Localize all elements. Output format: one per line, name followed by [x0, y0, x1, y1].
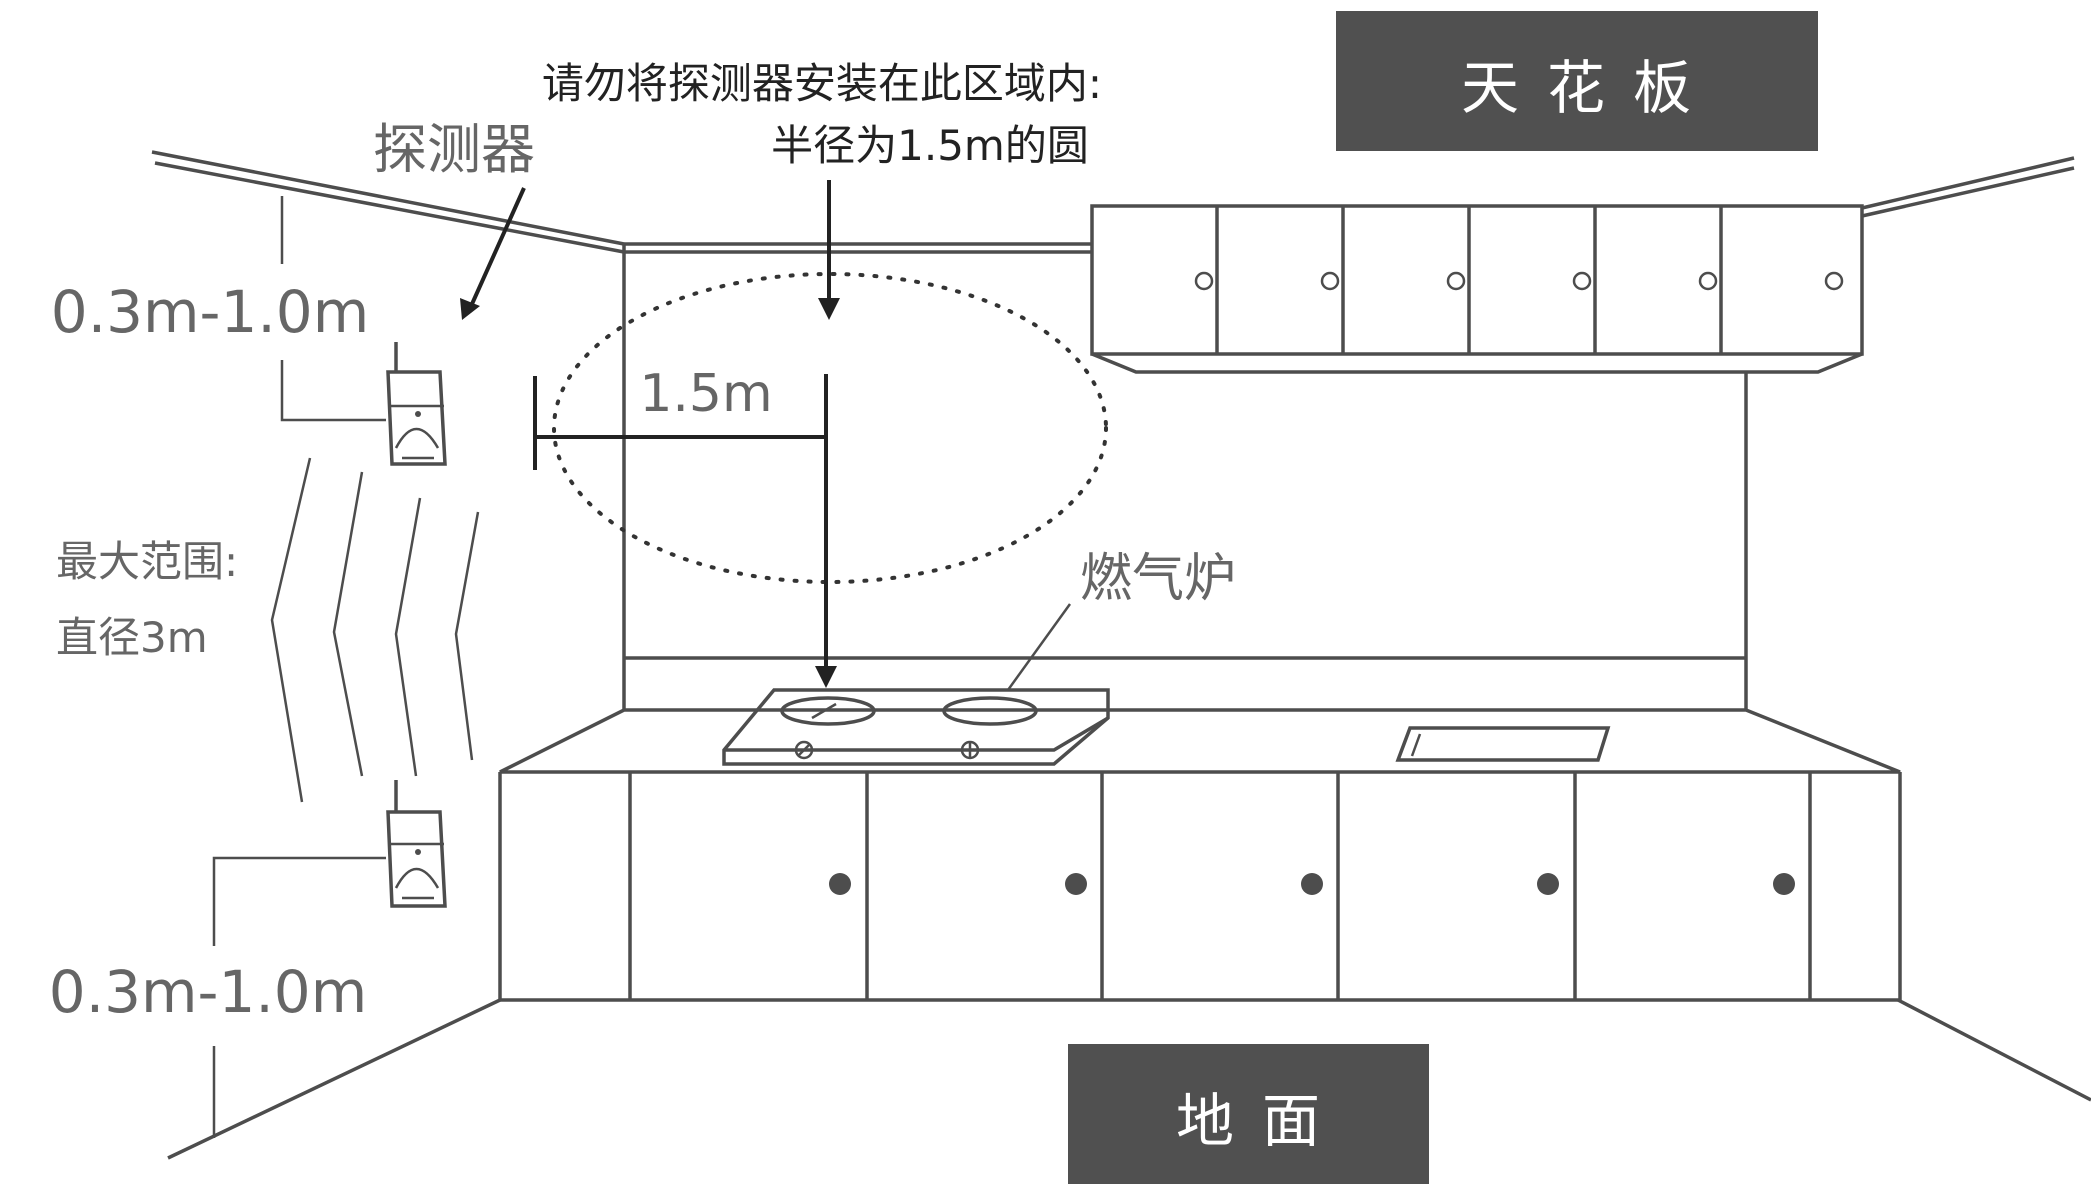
detector-arrow-line: [470, 187, 526, 305]
detector-led-icon: [415, 849, 421, 855]
sink-outer: [1395, 726, 1611, 762]
detector-label: 探测器: [373, 118, 535, 181]
floor-label-text: 地面: [1176, 1087, 1348, 1155]
upper-cabinets: [1090, 204, 1864, 374]
cabinet-knob-icon: [1824, 271, 1844, 291]
right-ceiling-edge-inner: [1861, 166, 2075, 218]
arrow-down-icon: [460, 298, 480, 320]
stove-leader-line: [1006, 603, 1072, 691]
stove-body: [722, 688, 1110, 766]
detector-led-icon: [415, 411, 421, 417]
burner-icon: [780, 696, 876, 726]
range-line: [270, 457, 312, 803]
warning-line-1: 请勿将探测器安装在此区域内:: [542, 59, 1102, 108]
right-ceiling-edge: [1861, 156, 2075, 210]
floor-label: 地面: [1068, 1044, 1429, 1184]
floor-right-edge: [1897, 998, 2091, 1102]
detector-sensor-icon: [394, 427, 440, 449]
stove-annotation: 燃气炉: [1006, 549, 1236, 691]
room-outline: [151, 150, 2091, 1160]
cabinet-knob-icon: [1446, 271, 1466, 291]
left-ceiling-edge: [151, 150, 625, 246]
lower-detector: [386, 780, 447, 908]
upper-cabinet-bottom: [1091, 352, 1863, 374]
stove-label: 燃气炉: [1080, 549, 1236, 609]
upper-distance: 0.3m-1.0m: [51, 196, 386, 422]
upper-distance-label: 0.3m-1.0m: [51, 278, 369, 346]
lower-distance-label: 0.3m-1.0m: [49, 958, 367, 1026]
stove-front-edge: [724, 716, 1109, 752]
radius-marker: 1.5m: [533, 364, 837, 688]
detector-sensor-icon: [394, 867, 440, 889]
detector-annotation: 探测器: [373, 118, 535, 320]
warning-line-2: 半径为1.5m的圆: [771, 121, 1089, 170]
floor-label-box: [1068, 1044, 1429, 1184]
ceiling-label-box: [1336, 11, 1818, 151]
forbidden-zone-circle: [552, 272, 1108, 584]
upper-detector: [386, 342, 447, 466]
range-line: [454, 511, 480, 761]
cabinet-knob-icon: [1194, 271, 1214, 291]
cabinet-knob-icon: [1572, 271, 1592, 291]
left-ceiling-edge-inner: [154, 161, 625, 254]
arrow-down-icon: [815, 666, 837, 688]
burner-mark: [811, 702, 837, 720]
radius-label: 1.5m: [639, 364, 772, 424]
floor-left-edge: [167, 998, 501, 1160]
cabinet-knob-icon: [1065, 873, 1087, 895]
ceiling-label: 天花板: [1336, 11, 1818, 151]
sink: [1395, 726, 1611, 762]
lower-bracket-top: [212, 856, 386, 946]
max-range-annotation: 最大范围: 直径3m: [56, 537, 238, 662]
ceiling-label-text: 天花板: [1461, 54, 1719, 122]
upper-cabinet-body: [1090, 204, 1864, 356]
cabinet-knob-icon: [1537, 873, 1559, 895]
cabinet-knob-icon: [829, 873, 851, 895]
cabinet-knob-icon: [1301, 873, 1323, 895]
range-line: [332, 471, 364, 777]
max-range-lines: [270, 457, 480, 803]
lower-distance: 0.3m-1.0m: [49, 856, 386, 1138]
arrow-down-icon: [818, 298, 840, 320]
range-line: [394, 497, 422, 777]
upper-bracket-bottom: [280, 360, 386, 422]
detector-body: [386, 370, 447, 466]
stove-knob-icon: [794, 740, 814, 760]
cabinet-knob-icon: [1773, 873, 1795, 895]
warning-annotation: 请勿将探测器安装在此区域内: 半径为1.5m的圆: [542, 59, 1102, 320]
burner-icon: [942, 696, 1038, 726]
lower-cabinets: [498, 708, 1902, 1002]
detector-body: [386, 810, 447, 908]
lower-cabinet-body: [498, 772, 1902, 1002]
gas-stove: [722, 688, 1110, 766]
cabinet-knob-icon: [1320, 271, 1340, 291]
max-range-line-1: 最大范围:: [56, 537, 238, 586]
stove-knob-mark: [797, 743, 811, 757]
cabinet-knob-icon: [1698, 271, 1718, 291]
sink-inner-edge: [1410, 733, 1422, 757]
countertop: [499, 708, 1901, 774]
max-range-line-2: 直径3m: [56, 613, 208, 662]
